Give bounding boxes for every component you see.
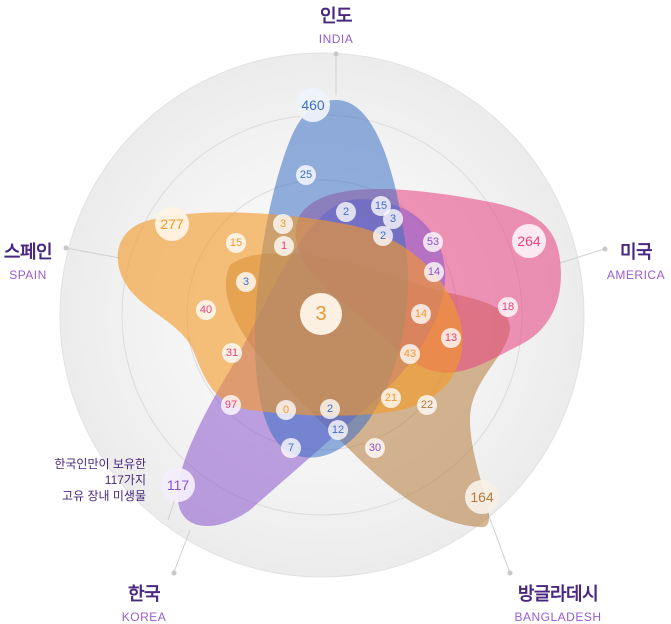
spoke-dot-america: [602, 246, 608, 252]
total-india: 460: [296, 88, 330, 122]
overlap-value-3: 3: [390, 213, 396, 225]
label-spain: 스페인 SPAIN: [0, 238, 56, 282]
korea-unique-note: 한국인만이 보유한 117가지 고유 장내 미생물: [6, 456, 146, 504]
total-korea-value: 117: [167, 477, 190, 493]
overlap-value-18: 0: [283, 404, 289, 416]
overlap-dot-3: [383, 209, 403, 229]
blob-spain: [117, 212, 463, 416]
total-bangladesh: 164: [465, 480, 499, 514]
overlap-dot-19: [320, 399, 340, 419]
overlap-dot-13: [411, 304, 431, 324]
overlap-dot-15: [222, 343, 242, 363]
overlap-value-8: 53: [427, 236, 439, 248]
overlap-value-16: 43: [404, 348, 416, 360]
overlap-value-17: 97: [225, 399, 237, 411]
overlap-dot-11: [236, 272, 256, 292]
spoke-korea-lower: [173, 529, 191, 573]
label-korea: 한국 KOREA: [104, 580, 184, 624]
overlap-value-6: 1: [281, 240, 287, 252]
label-india-ko: 인도: [319, 6, 353, 26]
overlap-value-4: 2: [380, 230, 386, 242]
spoke-dot-spain: [63, 245, 69, 251]
spoke-spain: [65, 247, 121, 259]
note-line-1: 한국인만이 보유한: [54, 457, 146, 471]
overlap-value-14: 13: [445, 332, 457, 344]
label-india: 인도 INDIA: [296, 2, 376, 46]
overlap-dot-5: [273, 214, 293, 234]
overlap-value-12: 40: [200, 304, 212, 316]
total-america: 264: [512, 224, 546, 258]
overlap-value-19: 2: [327, 403, 333, 415]
label-korea-ko: 한국: [127, 584, 161, 604]
center-value-circle: [300, 293, 342, 335]
total-korea: 117: [161, 468, 195, 502]
spoke-dot-india: [333, 51, 339, 57]
overlap-dot-10: [498, 297, 518, 317]
label-spain-ko: 스페인: [3, 242, 53, 262]
overlap-value-21: 22: [421, 399, 433, 411]
overlap-dot-14: [441, 328, 461, 348]
overlap-value-7: 15: [230, 237, 242, 249]
total-india-value: 460: [301, 97, 325, 113]
total-america-circle: [512, 224, 546, 258]
total-spain-circle: [155, 207, 189, 241]
overlap-dot-16: [400, 344, 420, 364]
center-value: 3: [315, 303, 326, 325]
overlap-dot-1: [336, 202, 356, 222]
note-line-3: 고유 장내 미생물: [62, 489, 146, 503]
guide-ring-outer: [59, 52, 585, 578]
label-korea-en: KOREA: [121, 610, 167, 624]
overlap-dot-12: [196, 300, 216, 320]
total-korea-circle: [161, 468, 195, 502]
label-america-en: AMERICA: [606, 268, 666, 282]
total-bangladesh-value: 164: [470, 489, 494, 505]
spoke-dot-bangladesh: [507, 570, 513, 576]
label-bangladesh: 방글라데시 BANGLADESH: [496, 580, 620, 624]
overlap-dot-20: [381, 388, 401, 408]
overlap-value-20: 21: [385, 392, 397, 404]
overlap-value-22: 12: [332, 424, 344, 436]
overlap-value-0: 25: [300, 169, 312, 181]
overlap-dot-24: [365, 438, 385, 458]
overlap-dot-23: [281, 438, 301, 458]
overlap-value-23: 7: [288, 442, 294, 454]
overlap-dot-2: [371, 196, 391, 216]
label-bangladesh-ko: 방글라데시: [517, 584, 599, 604]
overlap-value-10: 18: [502, 301, 514, 313]
overlap-dot-17: [221, 395, 241, 415]
total-spain: 277: [155, 207, 189, 241]
label-india-en: INDIA: [318, 32, 354, 46]
overlap-dot-9: [424, 262, 444, 282]
total-bangladesh-circle: [465, 480, 499, 514]
total-india-circle: [296, 88, 330, 122]
total-spain-value: 277: [160, 216, 184, 232]
overlap-value-9: 14: [428, 266, 440, 278]
overlap-dot-4: [373, 226, 393, 246]
spoke-dot-korea: [171, 570, 177, 576]
overlap-value-5: 3: [280, 218, 286, 230]
overlap-value-2: 15: [375, 200, 387, 212]
overlap-dot-21: [417, 395, 437, 415]
spoke-america: [559, 248, 605, 264]
overlap-dot-18: [276, 400, 296, 420]
note-line-2: 117가지: [104, 473, 146, 487]
overlap-value-1: 2: [343, 206, 349, 218]
overlap-dot-6: [274, 236, 294, 256]
overlap-dot-22: [328, 420, 348, 440]
label-america-ko: 미국: [619, 242, 653, 262]
label-bangladesh-en: BANGLADESH: [514, 610, 602, 624]
overlap-dot-7: [226, 233, 246, 253]
total-america-value: 264: [517, 233, 541, 249]
overlap-dot-8: [423, 232, 443, 252]
overlap-value-13: 14: [415, 308, 427, 320]
overlap-value-11: 3: [243, 276, 249, 288]
label-spain-en: SPAIN: [9, 268, 47, 282]
label-america: 미국 AMERICA: [601, 238, 671, 282]
overlap-value-24: 30: [369, 442, 381, 454]
overlap-value-15: 31: [226, 347, 238, 359]
overlap-dot-0: [296, 165, 316, 185]
